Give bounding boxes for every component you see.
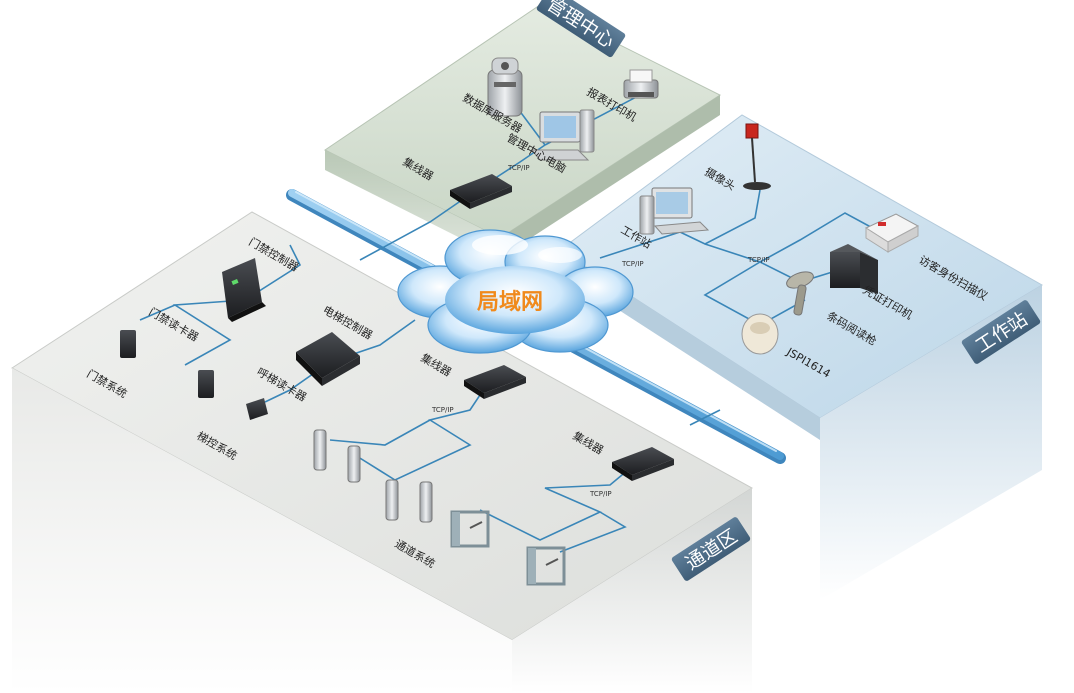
call-card-reader-icon [246, 398, 268, 420]
passage-protocol-label-2: TCP/IP [589, 490, 612, 498]
barcode-reader-icon [786, 271, 814, 316]
turnstile-gate-1-icon [313, 429, 361, 483]
passage-hub-2-icon [612, 447, 674, 481]
jspi-device-icon [741, 313, 779, 355]
db-server-icon [487, 57, 523, 117]
tripod-turnstile-1-icon [450, 510, 490, 548]
workstation-computer-icon [639, 187, 710, 235]
door-card-reader-1-icon [120, 330, 136, 358]
visitor-scanner-icon [864, 213, 920, 253]
voucher-printer-icon [830, 244, 878, 294]
ws-protocol-label-2: TCP/IP [747, 256, 770, 264]
mgmt-hub-icon [450, 174, 512, 209]
mgmt-protocol-label: TCP/IP [507, 164, 530, 172]
turnstile-gate-2-icon [385, 479, 433, 523]
passage-protocol-label-1: TCP/IP [431, 406, 454, 414]
lan-label: 局域网 [477, 289, 543, 315]
camera-icon [743, 123, 771, 190]
door-controller-icon [222, 258, 266, 322]
lan-cloud: 局域网 [397, 229, 634, 354]
management-zone: 管理中心 [324, 0, 722, 258]
printer-icon [623, 69, 659, 99]
mgmt-computer-icon [530, 109, 595, 161]
ws-protocol-label-1: TCP/IP [621, 260, 644, 268]
passage-hub-1-icon [464, 365, 526, 399]
elevator-controller-icon [296, 332, 360, 386]
tripod-turnstile-2-icon [526, 546, 566, 586]
door-card-reader-2-icon [198, 370, 214, 398]
